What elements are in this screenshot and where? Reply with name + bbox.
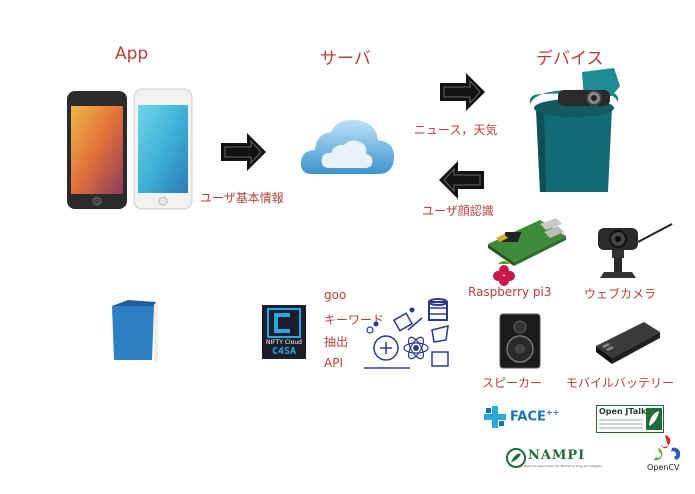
small-device-image: [108, 298, 162, 364]
arrow-label-news-weather: ニュース，天気: [414, 123, 498, 137]
arrow-right-icon: [221, 133, 266, 171]
open-jtalk-leaf-icon: [646, 408, 662, 430]
server-title: サーバ: [320, 49, 371, 69]
arrow-left-icon: [439, 161, 484, 199]
nampi-logo-icon: [506, 448, 526, 468]
open-jtalk-stripe: [599, 419, 643, 429]
opencv-logo-text: OpenCV: [647, 463, 680, 472]
api-line-keyword: キーワード: [324, 313, 385, 327]
arrow-label-face-recognition: ユーザ顔認識: [422, 204, 494, 218]
api-line-goo: goo: [324, 288, 347, 302]
smartphones-image: [67, 88, 193, 210]
webcam-image: [598, 223, 673, 278]
cloud-icon: [300, 119, 395, 174]
open-jtalk-logo: Open JTalk: [596, 405, 664, 433]
nampi-logo-text: NAMPI: [528, 448, 586, 463]
raspberry-pi-image: [488, 218, 566, 286]
opencv-logo-icon: [654, 435, 680, 461]
face-plus-plus-logo-icon: [484, 406, 506, 428]
nifty-cloud-text: NIFTY Cloud: [266, 339, 302, 346]
app-title: App: [115, 44, 149, 64]
label-raspberry-pi: Raspberry pi3: [468, 285, 552, 299]
speaker-image: [499, 313, 541, 369]
face-text: FACE: [510, 409, 546, 425]
nifty-c-icon: [267, 308, 301, 338]
arrow-label-user-info: ユーザ基本情報: [200, 191, 284, 205]
label-webcam: ウェブカメラ: [584, 287, 657, 301]
nifty-cloud-c4sa-logo: NIFTY Cloud C4SA: [262, 305, 306, 359]
c4sa-text: C4SA: [271, 346, 297, 357]
face-plus-plus-logo: FACE++: [510, 408, 559, 424]
science-illustration: [364, 298, 449, 369]
nampi-logo-subtext: National Association for Medicinal Progr…: [524, 464, 603, 468]
open-jtalk-text: Open JTalk: [599, 407, 647, 416]
mobile-battery-image: [596, 322, 660, 364]
device-image: [529, 68, 620, 192]
device-title: デバイス: [536, 49, 604, 69]
label-speaker: スピーカー: [482, 376, 543, 390]
face-plus-text: ++: [545, 408, 560, 417]
api-line-extract: 抽出: [324, 335, 349, 349]
arrow-right-icon: [440, 73, 485, 111]
label-mobile-battery: モバイルバッテリー: [566, 376, 675, 390]
api-line-api: API: [324, 356, 343, 370]
